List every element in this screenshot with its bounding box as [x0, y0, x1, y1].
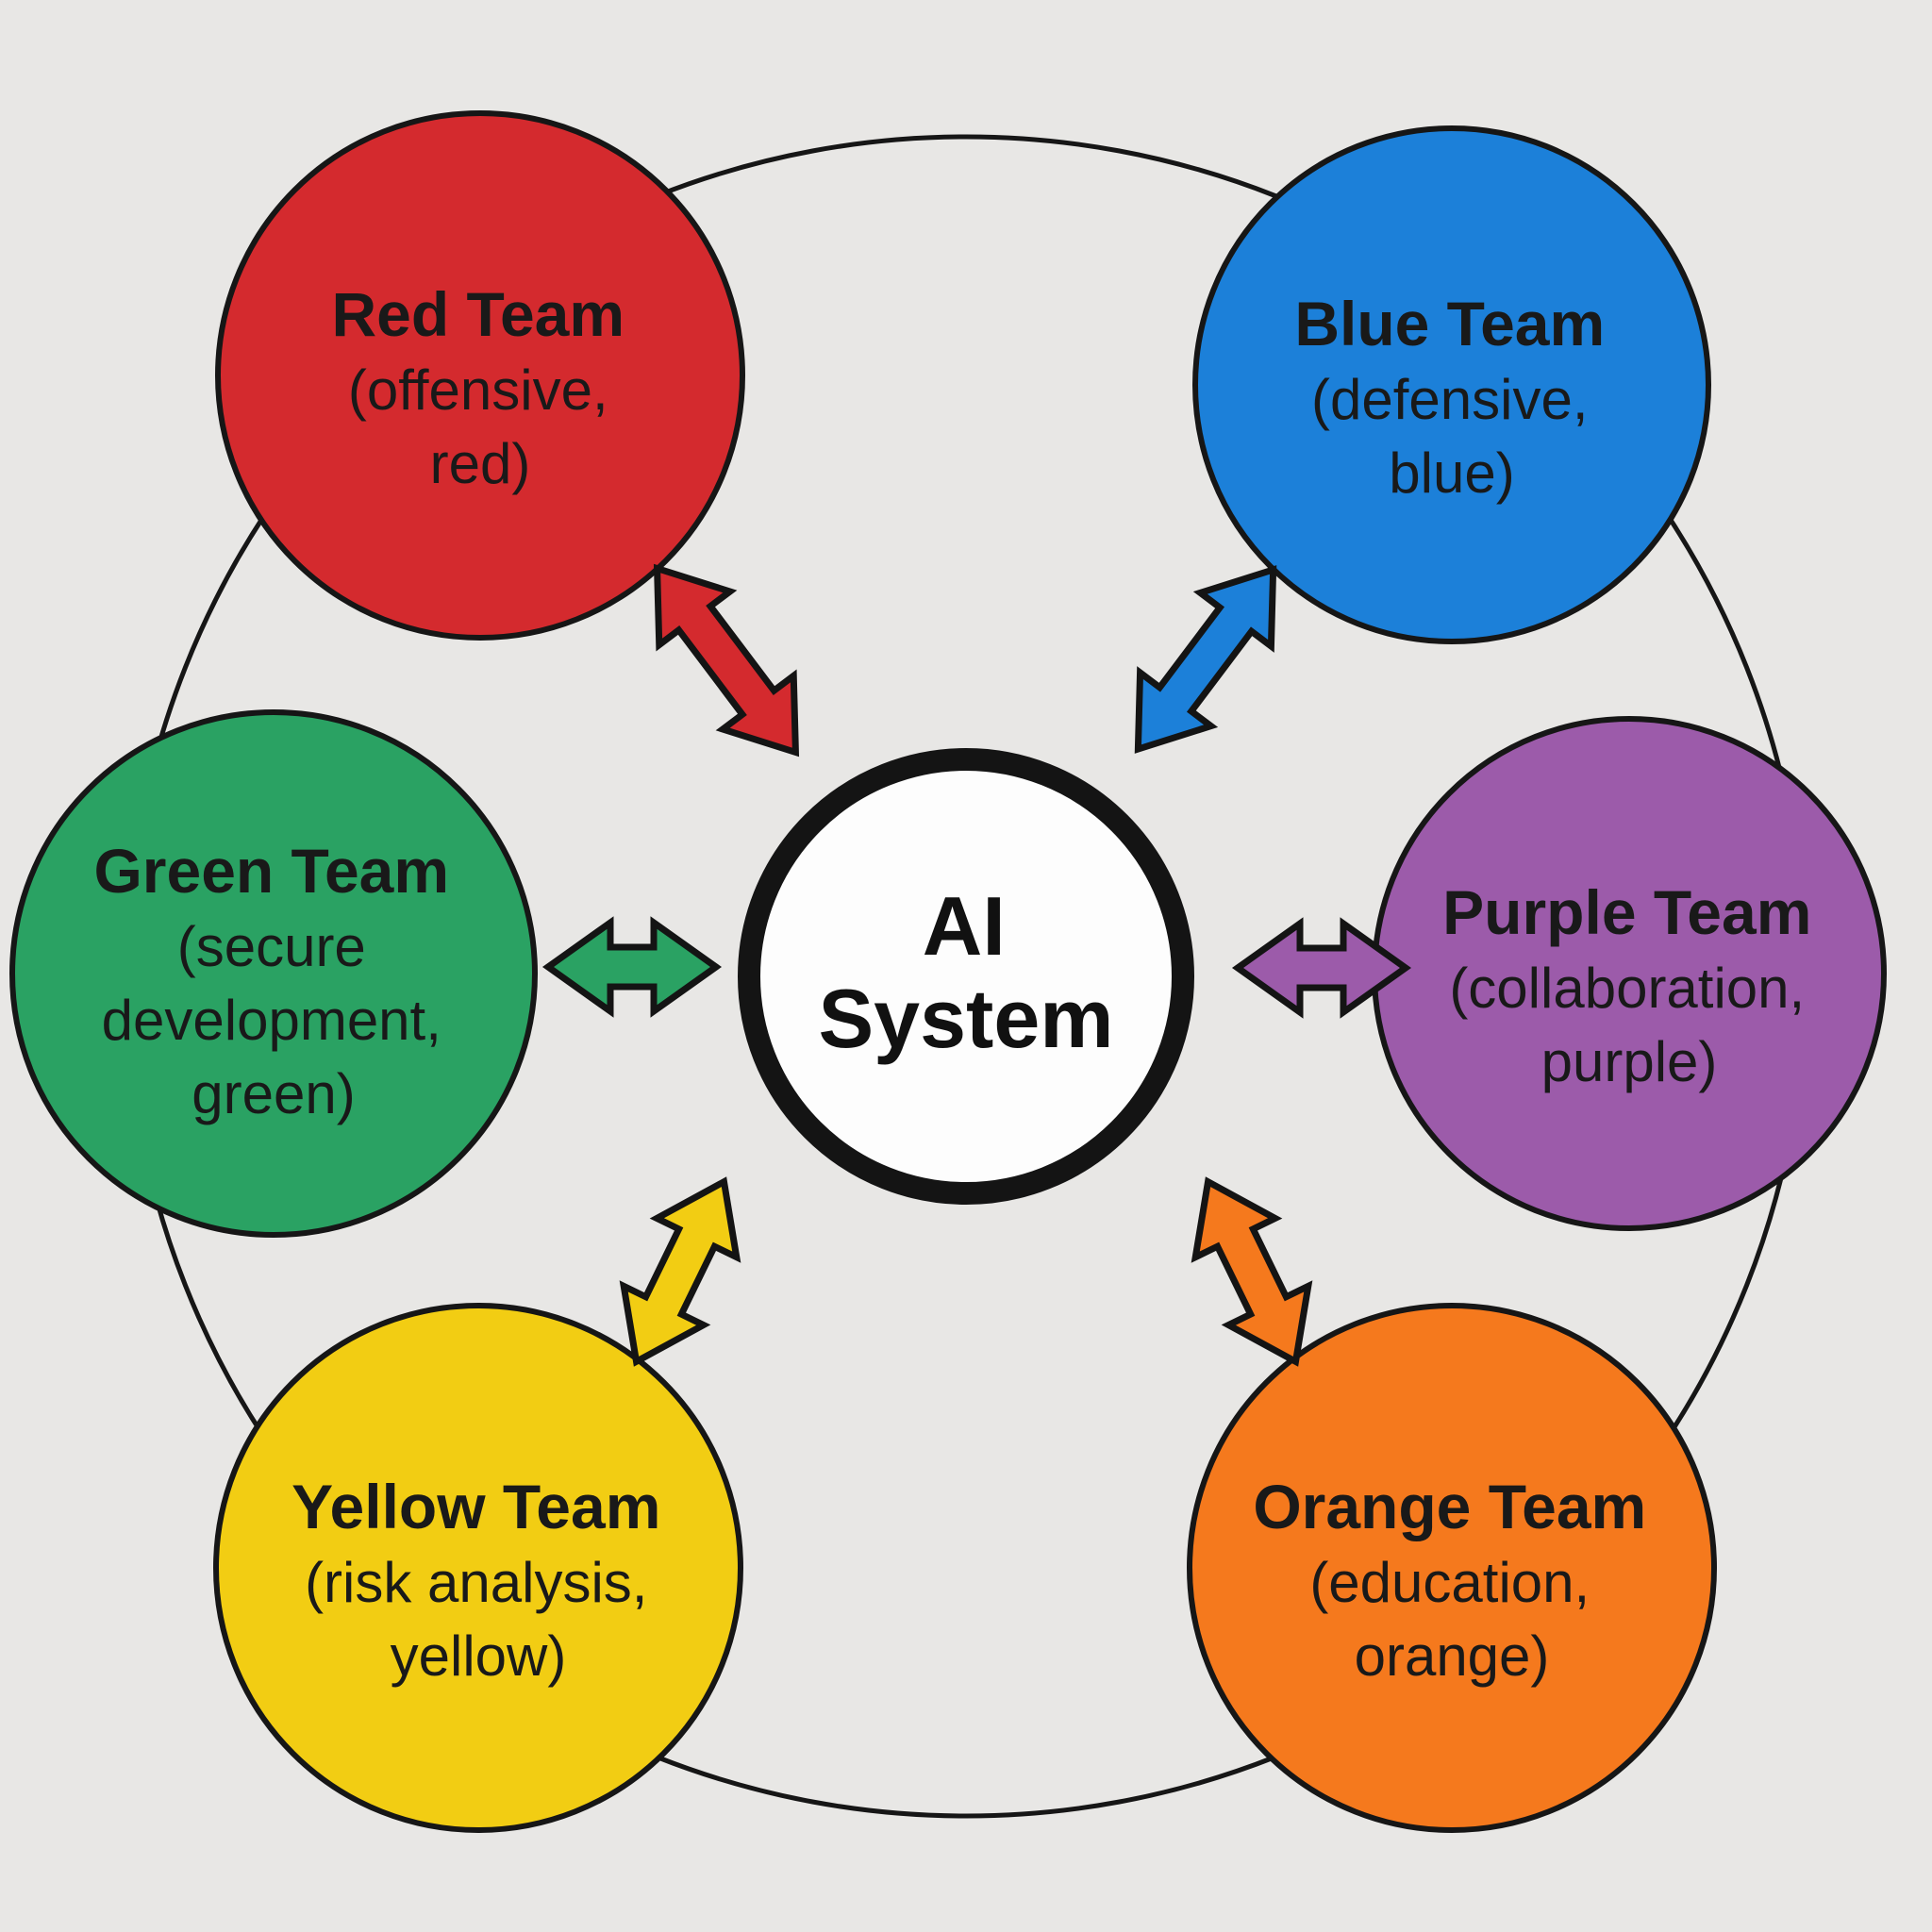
- label-line: System: [818, 972, 1113, 1065]
- label-line: Orange Team: [1253, 1472, 1646, 1541]
- label-line: (offensive,: [348, 358, 608, 422]
- arrow-red-ai: [653, 563, 800, 758]
- ai-system-node: [738, 748, 1194, 1205]
- team-circle-green: [9, 709, 538, 1238]
- arrow-orange-ai: [1191, 1176, 1313, 1367]
- label-line: orange): [1355, 1624, 1550, 1688]
- arrow-purple-ai: [1231, 917, 1412, 1019]
- label-line: Red Team: [332, 279, 625, 349]
- ai-system-label: AI System: [818, 879, 1113, 1065]
- label-line: (education,: [1309, 1551, 1590, 1614]
- team-label-purple: Purple Team (collaboration, purple): [1442, 877, 1816, 1093]
- label-line: (risk analysis,: [305, 1551, 647, 1614]
- team-label-yellow: Yellow Team (risk analysis, yellow): [291, 1472, 665, 1688]
- label-line: development,: [102, 989, 441, 1052]
- team-label-blue: Blue Team (defensive, blue): [1294, 289, 1608, 505]
- team-label-green: Green Team (secure development, green): [93, 836, 453, 1125]
- label-line: blue): [1389, 441, 1514, 505]
- label-line: AI: [923, 879, 1006, 973]
- team-circle-yellow: [213, 1303, 743, 1833]
- label-line: Blue Team: [1294, 289, 1605, 358]
- arrow-green-ai: [541, 916, 723, 1018]
- label-line: Purple Team: [1442, 877, 1811, 947]
- label-line: red): [430, 432, 531, 495]
- arrow-blue-ai: [1134, 565, 1277, 754]
- label-line: green): [192, 1062, 355, 1125]
- label-line: (defensive,: [1311, 368, 1589, 431]
- label-line: (collaboration,: [1449, 957, 1805, 1020]
- label-line: Yellow Team: [291, 1472, 660, 1541]
- team-label-orange: Orange Team (education, orange): [1253, 1472, 1650, 1688]
- label-line: yellow): [391, 1624, 567, 1688]
- label-line: purple): [1541, 1030, 1718, 1093]
- team-circle-blue: [1192, 125, 1711, 644]
- team-circle-orange: [1187, 1303, 1717, 1833]
- team-circle-red: [215, 110, 745, 641]
- label-line: Green Team: [93, 836, 449, 906]
- team-label-red: Red Team (offensive, red): [332, 279, 629, 495]
- arrow-yellow-ai: [619, 1176, 741, 1367]
- label-line: (secure: [177, 915, 366, 978]
